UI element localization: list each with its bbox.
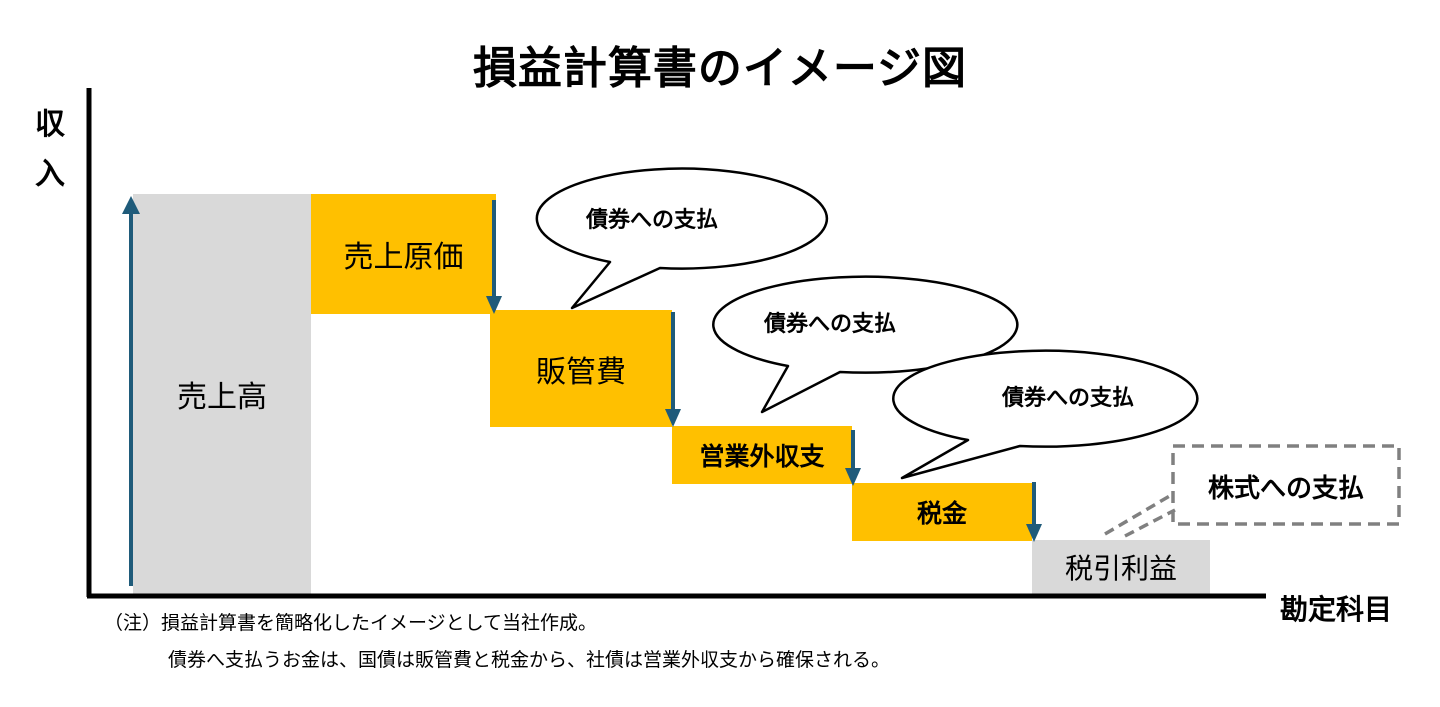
- callout-text-1: 債券への支払: [585, 208, 718, 233]
- up-arrowhead-sales: [122, 196, 140, 214]
- down-arrow-sga: [665, 312, 681, 427]
- callout-bubble-1: [535, 167, 829, 310]
- bar-sga-label: 販管費: [536, 354, 626, 390]
- bar-non-operating-label: 営業外収支: [699, 442, 825, 471]
- stock-callout-leader-1: [1104, 492, 1174, 536]
- callout-text-3: 債券への支払: [1001, 386, 1134, 411]
- diagram-title: 損益計算書のイメージ図: [472, 43, 968, 94]
- bar-non-operating: 営業外収支: [672, 426, 852, 484]
- note-line-2: 債券へ支払うお金は、国債は販管費と税金から、社債は営業外収支から確保される。: [168, 649, 891, 671]
- down-arrow-tax: [1026, 482, 1042, 542]
- bar-sga: 販管費: [490, 310, 672, 427]
- bar-cost-of-sales-label: 売上原価: [343, 240, 464, 275]
- note-line-1: （注）損益計算書を簡略化したイメージとして当社作成。: [104, 612, 598, 634]
- callout-text-2: 債券への支払: [763, 312, 896, 337]
- bar-sales: 売上高: [133, 194, 311, 594]
- down-arrow-non-operating: [845, 430, 861, 486]
- stock-callout-text: 株式への支払: [1207, 474, 1364, 504]
- down-arrow-cost-of-sales: [486, 200, 502, 314]
- bar-tax: 税金: [852, 483, 1032, 541]
- bar-sales-label: 売上高: [177, 380, 267, 415]
- callout-bubble-3: [892, 349, 1199, 480]
- bar-cost-of-sales: 売上原価: [311, 194, 496, 314]
- stock-callout-leader-2: [1124, 508, 1176, 538]
- bar-pretax-profit-label: 税引利益: [1064, 552, 1177, 585]
- stock-callout-box: [1171, 444, 1401, 526]
- bar-pretax-profit: 税引利益: [1032, 540, 1210, 594]
- bar-tax-label: 税金: [916, 499, 967, 528]
- y-axis-label: 収入: [35, 107, 65, 192]
- x-axis-label: 勘定科目: [1280, 593, 1393, 626]
